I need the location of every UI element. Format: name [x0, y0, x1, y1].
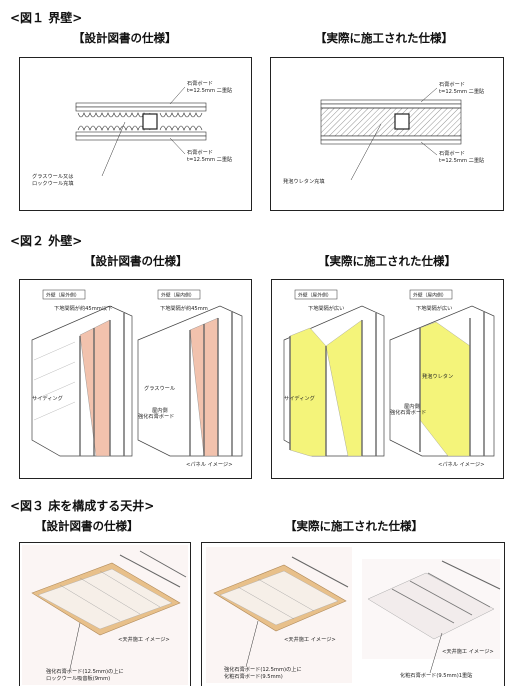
actual-ceiling-board-label-3: 化粧石膏ボード(9.5mm)1重貼 — [400, 671, 472, 679]
figure3-design-panel: <天井施工 イメージ> 強化石膏ボード(12.5mm)の上に ロックウール吸音板… — [19, 542, 191, 686]
design-top-board-spec: t=12.5mm 二重貼 — [187, 86, 232, 94]
figure2-left-caption: 【設計図書の仕様】 — [84, 254, 188, 268]
actual-ceiling-board-label-2: 化粧石膏ボード(9.5mm) — [224, 672, 283, 680]
party-wall-design-diagram: 石膏ボード t=12.5mm 二重貼 石膏ボード t=12.5mm 二重貼 グラ… — [32, 79, 232, 187]
design-insulation-label-2: ロックウール充填 — [32, 179, 74, 187]
figure3-right-caption: 【実際に施工された仕様】 — [285, 519, 423, 533]
design-bottom-board-label: 石膏ボード — [187, 148, 213, 156]
design-ceiling-board-label: 強化石膏ボード(12.5mm)の上に — [46, 667, 124, 675]
figure3-title: <図３ 床を構成する天井> — [10, 499, 155, 513]
figure2-right-caption: 【実際に施工された仕様】 — [318, 254, 456, 268]
design-base-gap-label-2: 下地間隔が約45mm — [160, 304, 208, 312]
actual-base-gap-label-2: 下地間隔が広い — [416, 304, 452, 312]
design-top-board-label: 石膏ボード — [187, 79, 213, 87]
figure1-right-caption: 【実際に施工された仕様】 — [315, 31, 453, 45]
figure1-actual-panel: 石膏ボード t=12.5mm 二重貼 石膏ボード t=12.5mm 二重貼 発泡… — [270, 57, 504, 211]
party-wall-actual-diagram: 石膏ボード t=12.5mm 二重貼 石膏ボード t=12.5mm 二重貼 発泡… — [283, 80, 484, 185]
actual-ceiling-image-note-2: <天井施工 イメージ> — [442, 647, 494, 655]
actual-top-board-label: 石膏ボード — [439, 80, 465, 88]
actual-panel-note: <パネル イメージ> — [438, 461, 485, 468]
actual-foam-label: 発泡ウレタン充填 — [283, 177, 325, 185]
actual-ceiling-image-note: <天井施工 イメージ> — [284, 635, 336, 643]
actual-bottom-board-spec: t=12.5mm 二重貼 — [439, 156, 484, 164]
design-outdoor-header: 外壁（屋外側） — [46, 292, 80, 299]
design-ceiling-board-label-2: ロックウール吸音板(9mm) — [46, 674, 110, 682]
exterior-wall-design-diagram: 外壁（屋外側） 下地間隔が約45mm以下 サイディング 外壁（屋内側） 下地間隔… — [31, 289, 243, 468]
actual-siding-label: サイディング — [284, 394, 315, 402]
design-indoor-label: 屋内側 — [152, 406, 168, 414]
figure2-title: <図２ 外壁> — [10, 234, 83, 248]
figure3-left-caption: 【設計図書の仕様】 — [35, 519, 139, 533]
actual-bottom-board-label: 石膏ボード — [439, 149, 465, 157]
design-insulation-label: グラスウール又は — [32, 172, 73, 180]
figure2-actual-panel: 外壁（屋外側） 下地間隔が広い サイディング 外壁（屋内側） 下地間隔が広い 発… — [271, 279, 504, 479]
actual-foam-urethane-label: 発泡ウレタン — [422, 372, 453, 380]
design-ceiling-image-note: <天井施工 イメージ> — [118, 635, 170, 643]
actual-indoor-label: 屋内側 — [404, 402, 420, 410]
actual-indoor-board-label: 強化石膏ボード — [390, 408, 426, 416]
actual-base-gap-label: 下地間隔が広い — [308, 304, 344, 312]
design-glass-wool-label: グラスウール — [144, 384, 175, 392]
actual-top-board-spec: t=12.5mm 二重貼 — [439, 87, 484, 95]
figure1-left-caption: 【設計図書の仕様】 — [73, 31, 177, 45]
figure3-actual-panel: <天井施工 イメージ> 強化石膏ボード(12.5mm)の上に 化粧石膏ボード(9… — [201, 542, 505, 686]
ceiling-design-diagram: <天井施工 イメージ> 強化石膏ボード(12.5mm)の上に ロックウール吸音板… — [22, 545, 188, 685]
design-indoor-header: 外壁（屋内側） — [161, 292, 195, 299]
exterior-wall-actual-diagram: 外壁（屋外側） 下地間隔が広い サイディング 外壁（屋内側） 下地間隔が広い 発… — [283, 289, 495, 468]
design-indoor-board-label: 強化石膏ボード — [138, 412, 174, 420]
ceiling-actual-diagram: <天井施工 イメージ> 強化石膏ボード(12.5mm)の上に 化粧石膏ボード(9… — [206, 547, 501, 683]
actual-outdoor-header: 外壁（屋外側） — [298, 292, 332, 299]
actual-ceiling-board-label: 強化石膏ボード(12.5mm)の上に — [224, 665, 302, 673]
design-base-gap-label: 下地間隔が約45mm以下 — [54, 304, 112, 312]
actual-indoor-header: 外壁（屋内側） — [413, 292, 447, 299]
design-siding-label: サイディング — [32, 394, 63, 402]
design-bottom-board-spec: t=12.5mm 二重貼 — [187, 155, 232, 163]
figure1-design-panel: 石膏ボード t=12.5mm 二重貼 石膏ボード t=12.5mm 二重貼 グラ… — [19, 57, 252, 211]
figure1-title: <図１ 界壁> — [10, 11, 83, 25]
design-panel-note: <パネル イメージ> — [186, 461, 233, 468]
figure2-design-panel: 外壁（屋外側） 下地間隔が約45mm以下 サイディング 外壁（屋内側） 下地間隔… — [19, 279, 252, 479]
